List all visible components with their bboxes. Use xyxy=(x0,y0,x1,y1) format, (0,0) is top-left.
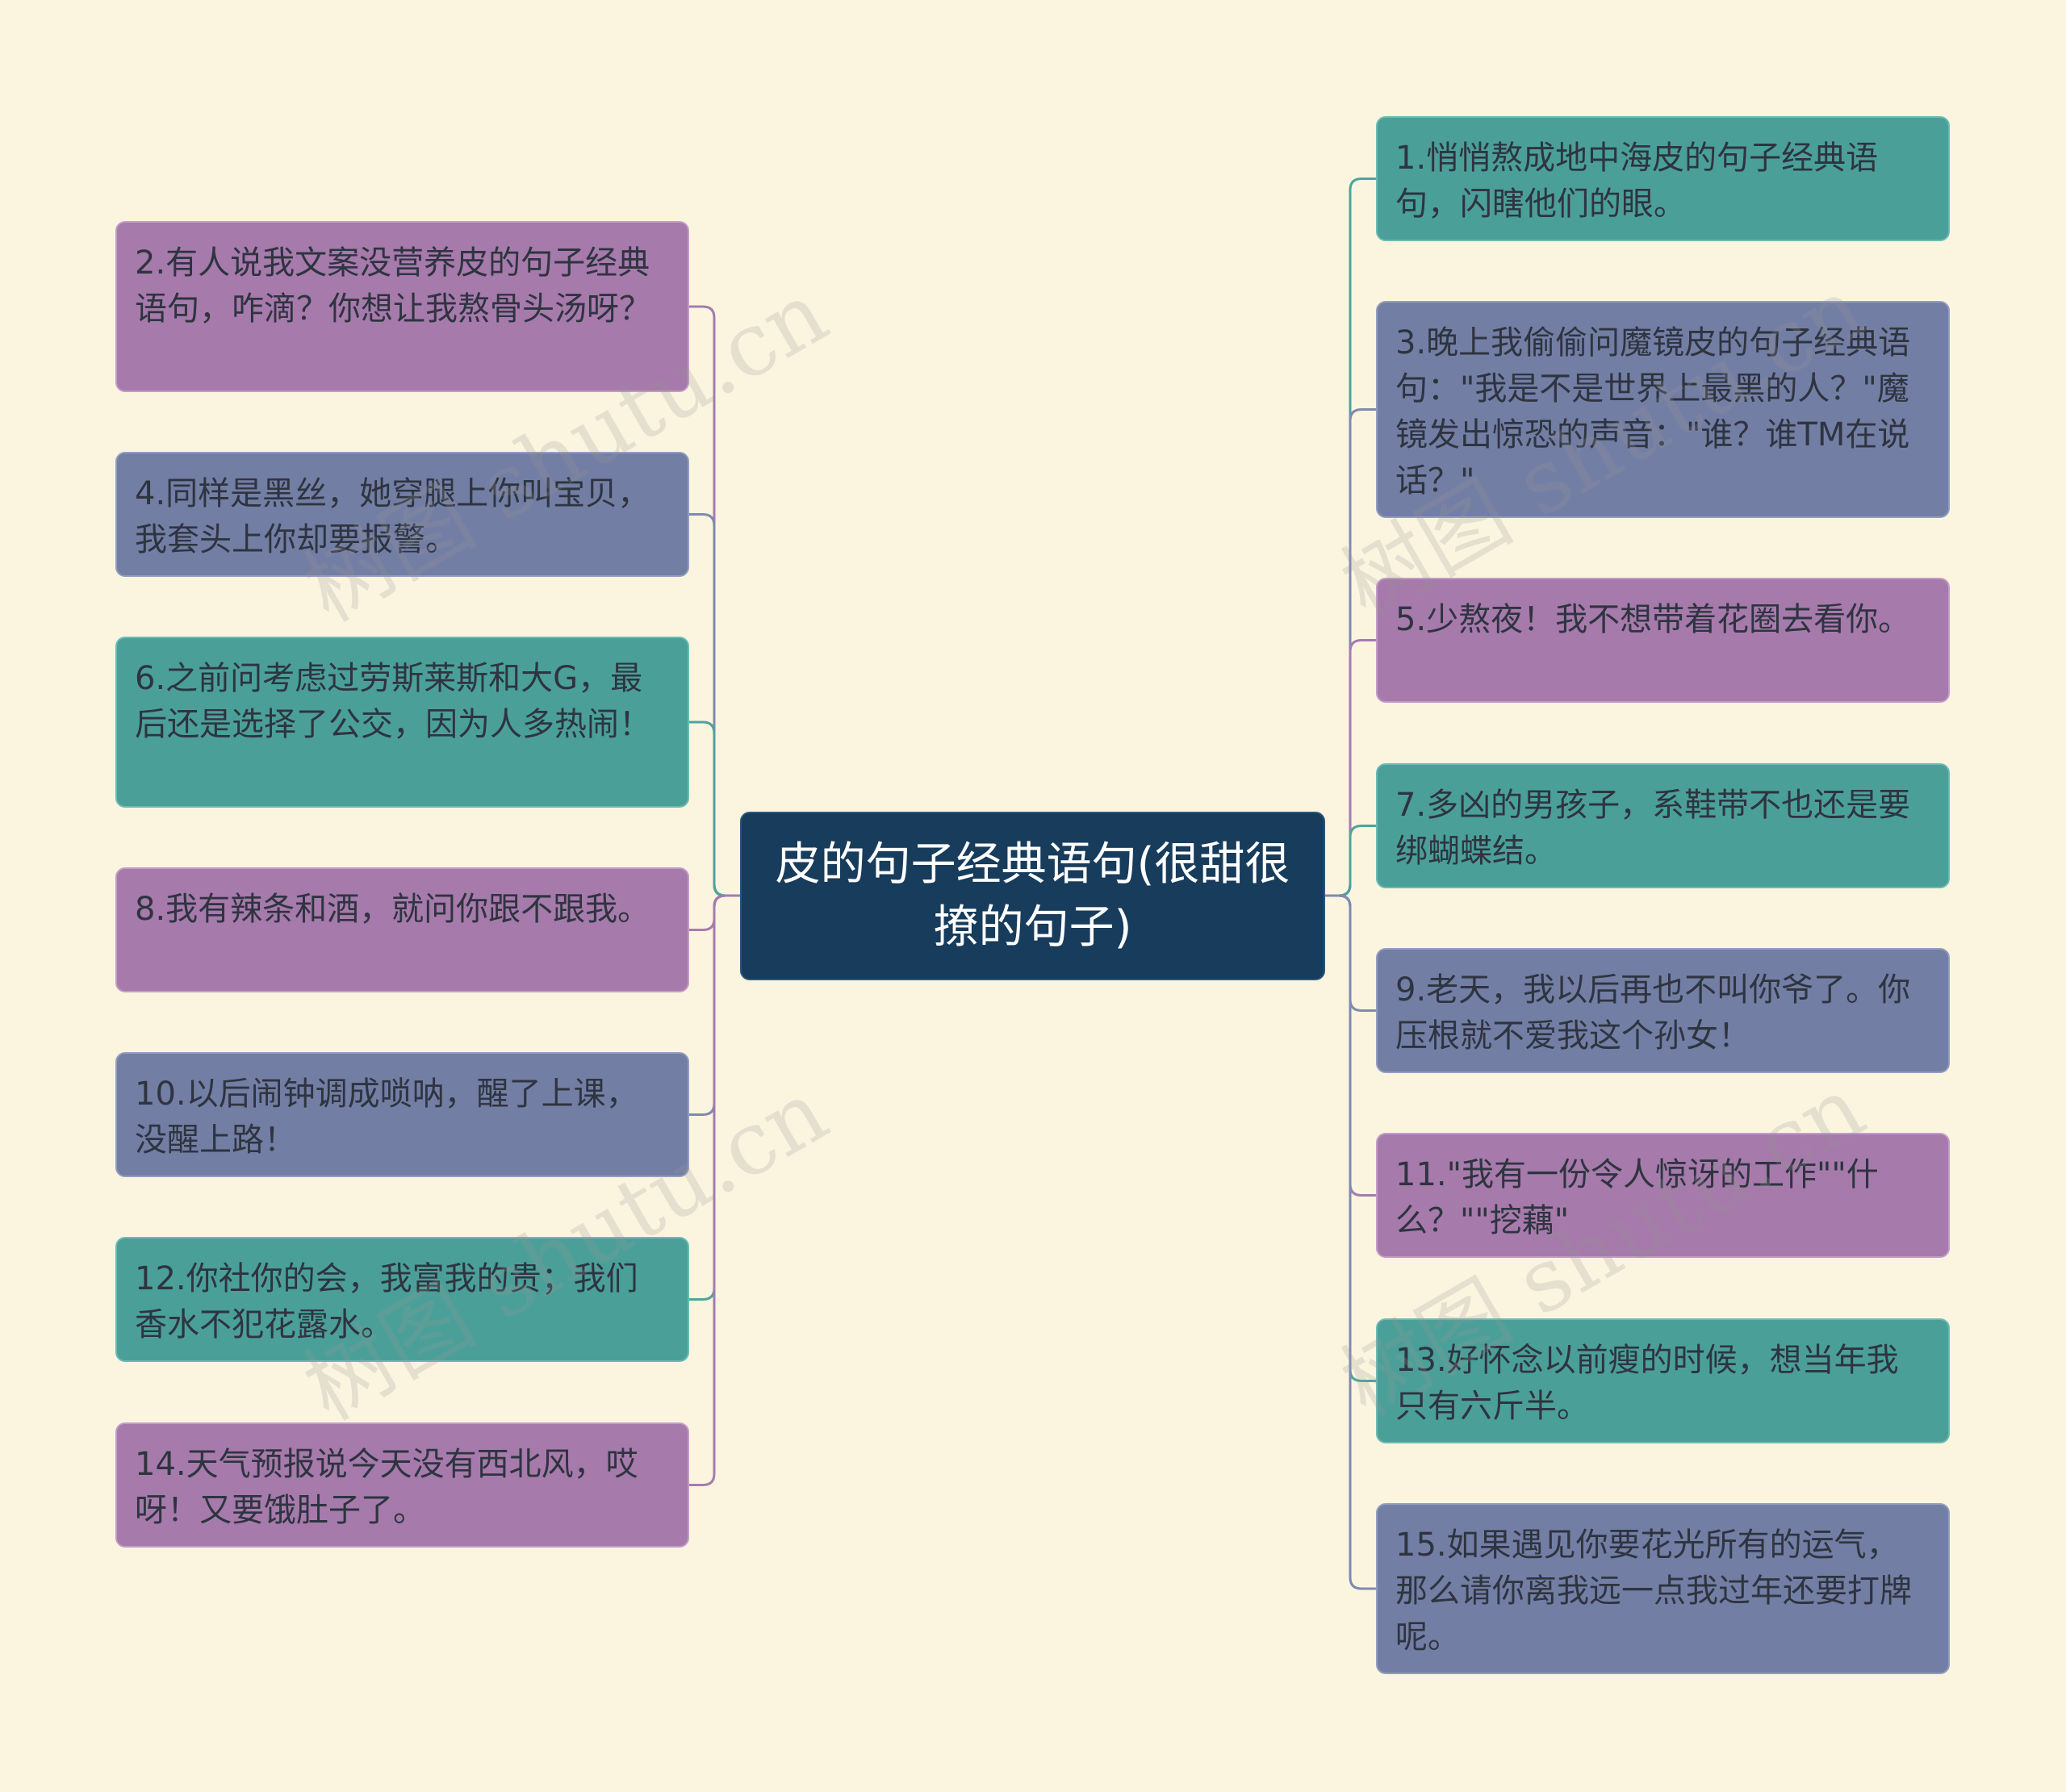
root-node[interactable]: 皮的句子经典语句(很甜很撩的句子) xyxy=(740,812,1325,980)
node-text: 3.晚上我偷偷问魔镜皮的句子经典语句："我是不是世界上最黑的人？"魔镜发出惊恐的… xyxy=(1395,324,1911,499)
node-text: 6.之前问考虑过劳斯莱斯和大G，最后还是选择了公交，因为人多热闹！ xyxy=(135,660,651,743)
left-node-10[interactable]: 10.以后闹钟调成唢呐，醒了上课，没醒上路！ xyxy=(115,1052,689,1177)
node-text: 4.同样是黑丝，她穿腿上你叫宝贝，我套头上你却要报警。 xyxy=(135,475,650,558)
connector-line xyxy=(1325,894,1376,1590)
right-node-3[interactable]: 3.晚上我偷偷问魔镜皮的句子经典语句："我是不是世界上最黑的人？"魔镜发出惊恐的… xyxy=(1376,301,1950,518)
node-text: 15.如果遇见你要花光所有的运气，那么请你离我远一点我过年还要打牌呢。 xyxy=(1395,1527,1912,1656)
node-text: 9.老天，我以后再也不叫你爷了。你压根就不爱我这个孙女！ xyxy=(1395,971,1911,1055)
right-node-15[interactable]: 15.如果遇见你要花光所有的运气，那么请你离我远一点我过年还要打牌呢。 xyxy=(1376,1503,1950,1674)
connector-line xyxy=(689,721,740,897)
right-node-5[interactable]: 5.少熬夜！我不想带着花圈去看你。 xyxy=(1376,578,1950,703)
node-text: 8.我有辣条和酒，就问你跟不跟我。 xyxy=(135,891,650,928)
right-node-13[interactable]: 13.好怀念以前瘦的时候，想当年我只有六斤半。 xyxy=(1376,1318,1950,1443)
left-node-14[interactable]: 14.天气预报说今天没有西北风，哎呀！又要饿肚子了。 xyxy=(115,1422,689,1548)
right-node-9[interactable]: 9.老天，我以后再也不叫你爷了。你压根就不爱我这个孙女！ xyxy=(1376,948,1950,1073)
node-text: 11."我有一份令人惊讶的工作""什么？""挖藕" xyxy=(1395,1156,1879,1239)
node-text: 5.少熬夜！我不想带着花圈去看你。 xyxy=(1395,601,1911,638)
right-node-11[interactable]: 11."我有一份令人惊讶的工作""什么？""挖藕" xyxy=(1376,1133,1950,1258)
left-node-6[interactable]: 6.之前问考虑过劳斯莱斯和大G，最后还是选择了公交，因为人多热闹！ xyxy=(115,637,689,808)
right-node-1[interactable]: 1.悄悄熬成地中海皮的句子经典语句，闪瞎他们的眼。 xyxy=(1376,116,1950,241)
left-node-4[interactable]: 4.同样是黑丝，她穿腿上你叫宝贝，我套头上你却要报警。 xyxy=(115,452,689,577)
root-title: 皮的句子经典语句(很甜很撩的句子) xyxy=(775,838,1290,954)
connector-line xyxy=(1325,825,1376,897)
node-text: 12.你社你的会，我富我的贵；我们香水不犯花露水。 xyxy=(135,1260,638,1343)
node-text: 13.好怀念以前瘦的时候，想当年我只有六斤半。 xyxy=(1395,1342,1899,1425)
node-text: 7.多凶的男孩子，系鞋带不也还是要绑蝴蝶结。 xyxy=(1395,787,1911,870)
left-node-12[interactable]: 12.你社你的会，我富我的贵；我们香水不犯花露水。 xyxy=(115,1237,689,1362)
node-text: 1.悄悄熬成地中海皮的句子经典语句，闪瞎他们的眼。 xyxy=(1395,140,1879,223)
left-node-8[interactable]: 8.我有辣条和酒，就问你跟不跟我。 xyxy=(115,867,689,992)
connector-line xyxy=(689,894,740,1486)
left-node-2[interactable]: 2.有人说我文案没营养皮的句子经典语句，咋滴？你想让我熬骨头汤呀？ xyxy=(115,221,689,392)
node-text: 10.以后闹钟调成唢呐，醒了上课，没醒上路！ xyxy=(135,1076,638,1159)
right-node-7[interactable]: 7.多凶的男孩子，系鞋带不也还是要绑蝴蝶结。 xyxy=(1376,763,1950,888)
node-text: 2.有人说我文案没营养皮的句子经典语句，咋滴？你想让我熬骨头汤呀？ xyxy=(135,244,651,328)
node-text: 14.天气预报说今天没有西北风，哎呀！又要饿肚子了。 xyxy=(135,1446,638,1529)
